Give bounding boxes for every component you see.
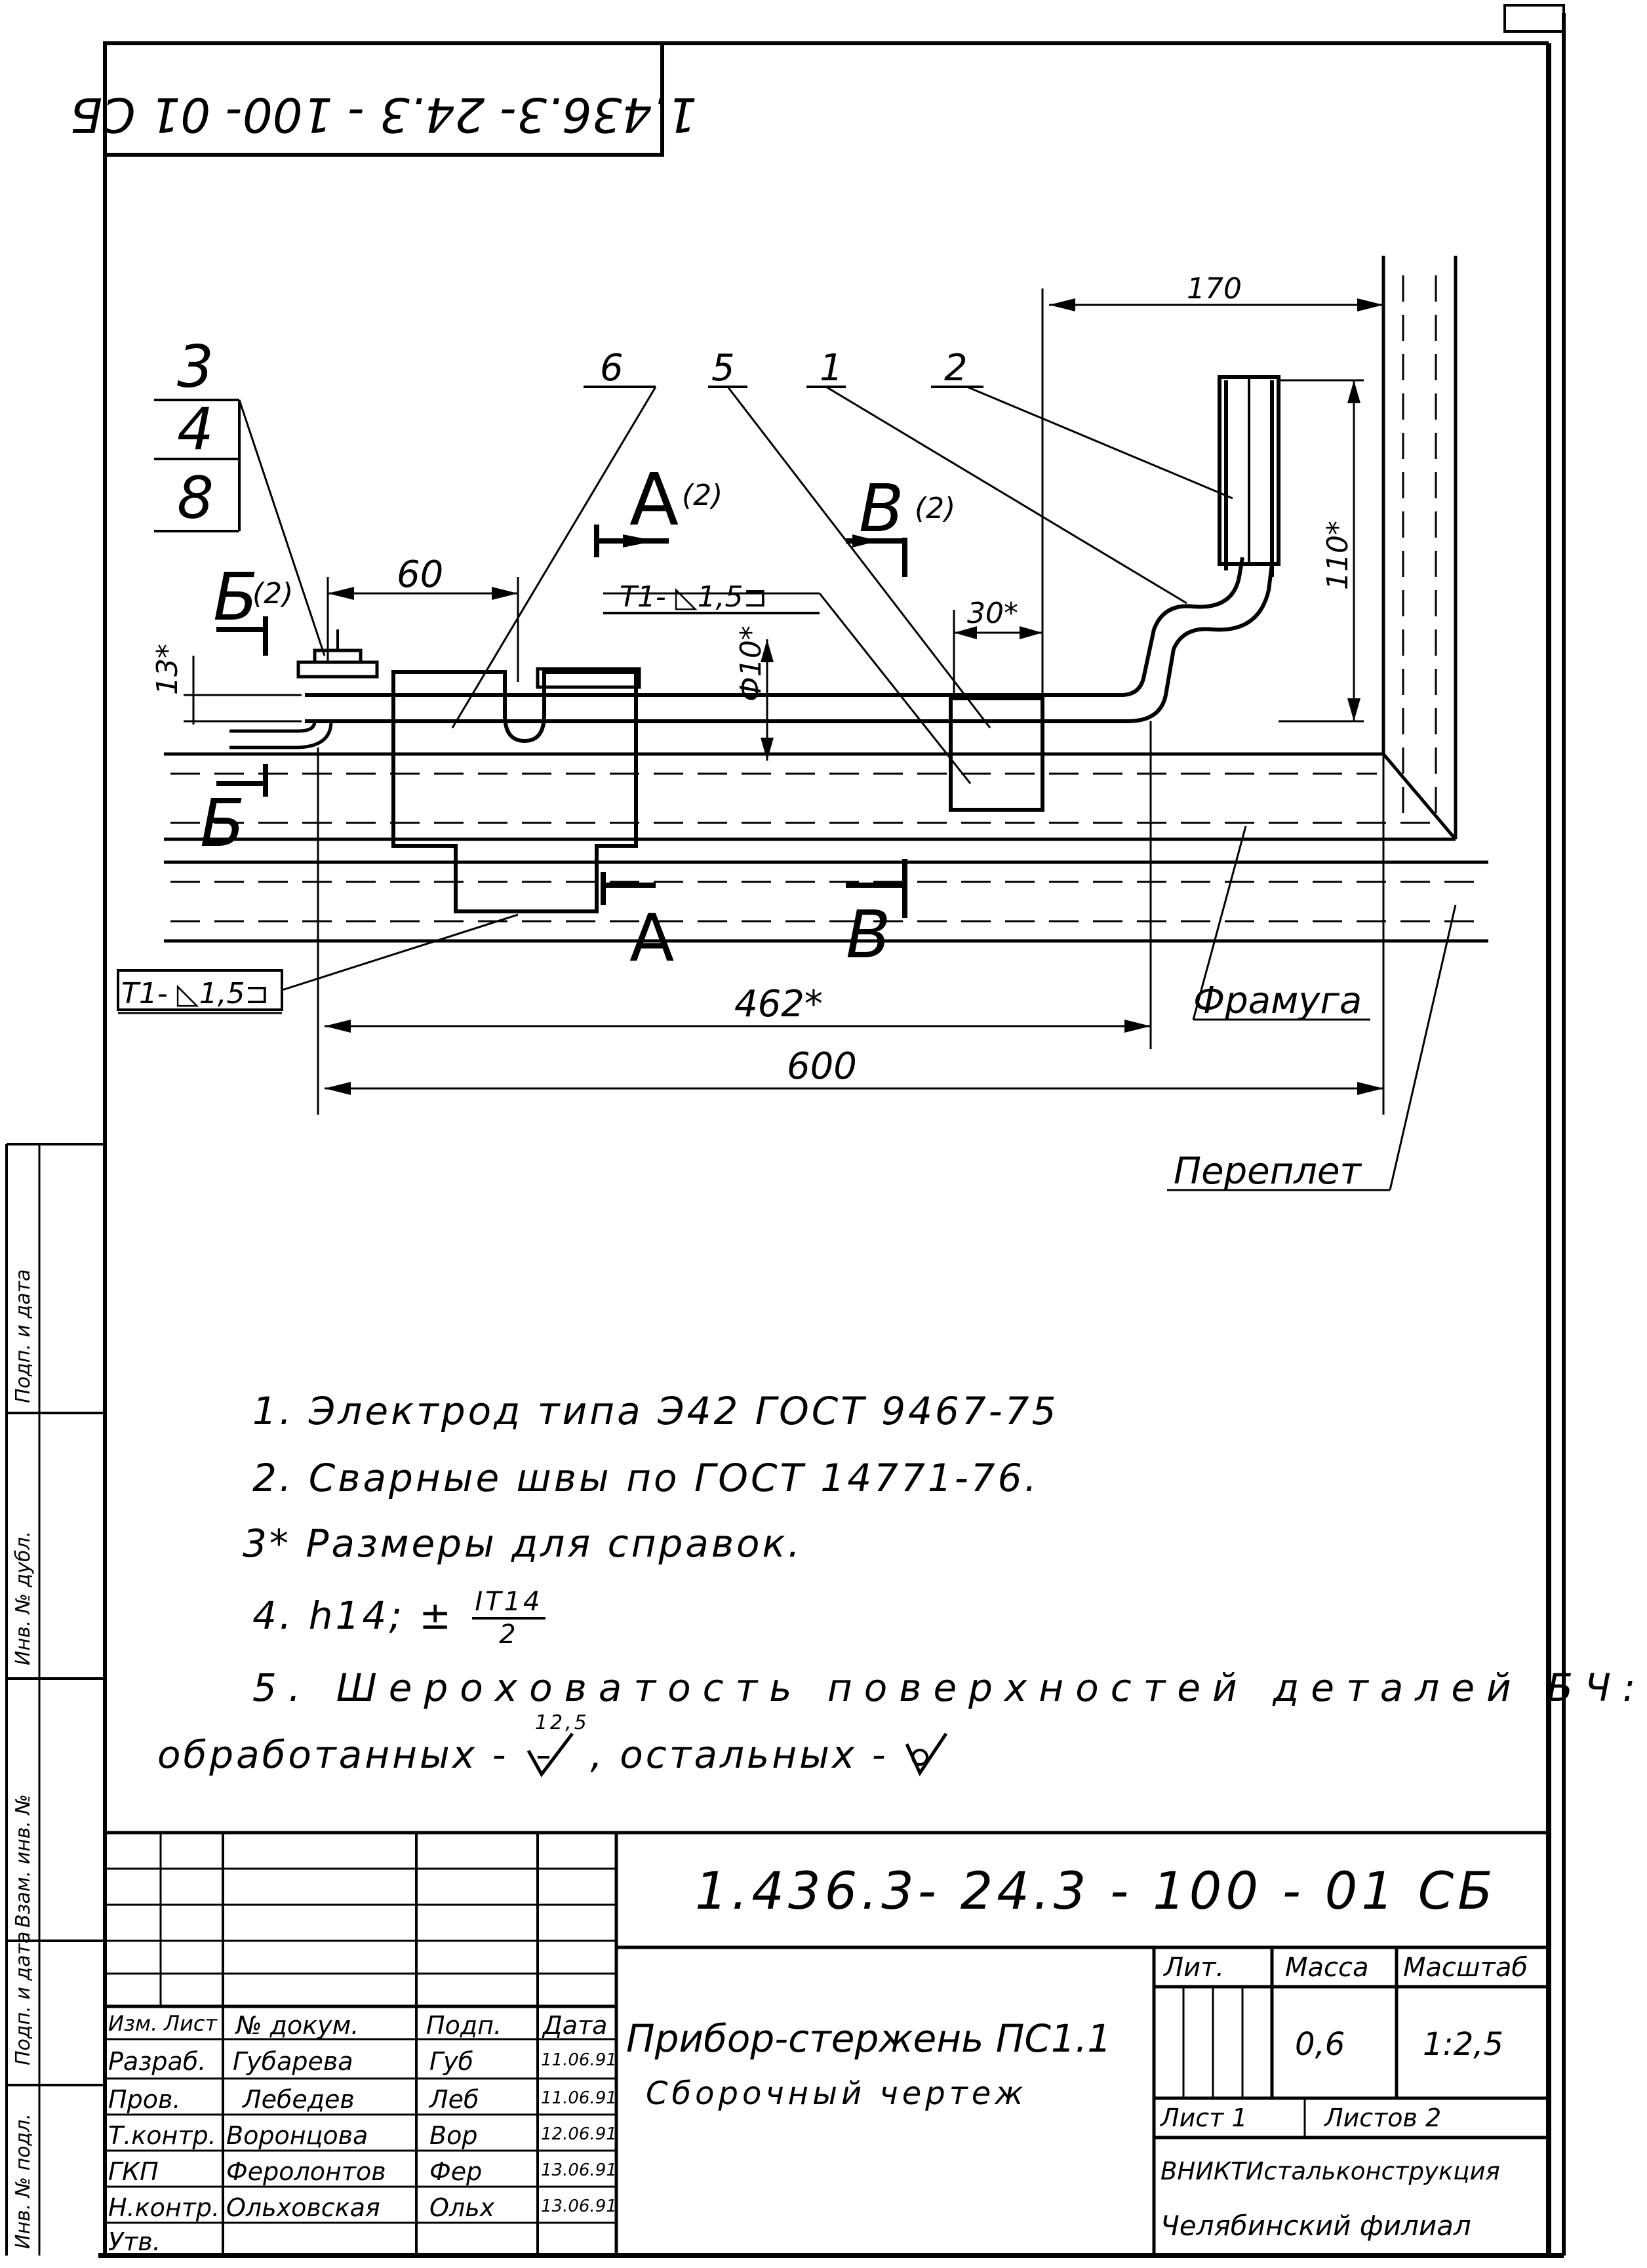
scale-label: Масштаб	[1403, 1953, 1528, 1983]
label-pereplet: Переплет	[1174, 1150, 1362, 1193]
row-date-3: 12.06.91	[541, 2124, 617, 2144]
section-a-bottom: А	[629, 900, 674, 976]
row-name-4: Феролонтов	[226, 2157, 386, 2186]
row-role-6: Утв.	[108, 2227, 161, 2256]
row-name-5: Ольховская	[226, 2193, 380, 2222]
row-name-3: Воронцова	[226, 2121, 368, 2150]
side-inv-podl: Инв. № подл.	[12, 2113, 35, 2249]
section-v-top: В	[859, 470, 904, 547]
row-date-1: 11.06.91	[541, 2050, 617, 2070]
mass-label: Масса	[1285, 1953, 1369, 1983]
dim-60: 60	[397, 553, 443, 596]
row-name-1: Губарева	[233, 2047, 353, 2076]
section-b-top: Б	[213, 559, 258, 635]
row-date-5: 13.06.91	[541, 2197, 617, 2216]
dim-110: 110*	[1321, 521, 1355, 590]
org-line-1: ВНИКТИстальконструкция	[1161, 2157, 1500, 2185]
row-date-2: 11.06.91	[541, 2088, 617, 2108]
row-sign-2: Леб	[429, 2085, 479, 2114]
rotated-sheet-code: 1.436.3- 24.3 - 100- 01 СБ	[70, 87, 697, 142]
roughness-circle-icon	[905, 1732, 948, 1777]
hdr-list: Лист	[164, 2011, 218, 2036]
hdr-sign: Подп.	[426, 2011, 502, 2040]
section-a-top-ref: (2)	[682, 479, 723, 512]
side-stamp: Инв. № подл. Подп. и дата Взам. инв. № И…	[12, 1269, 35, 2249]
weld-note-bottom: Т1- ◺1,5⊐	[121, 977, 269, 1010]
section-b-bottom: Б	[200, 785, 245, 862]
section-v-bottom: В	[846, 896, 891, 973]
dim-13: 13*	[151, 644, 184, 695]
row-name-2: Лебедев	[243, 2085, 355, 2114]
dim-phi10: Ф10*	[734, 626, 768, 702]
roughness-symbol: 12,5	[523, 1711, 587, 1778]
side-podp-data-2: Подп. и дата	[12, 1269, 35, 1403]
side-podp-data-1: Подп. и дата	[12, 1932, 35, 2065]
side-inv-dubl: Инв. № дубл.	[12, 1531, 35, 1665]
callout-3: 3	[177, 333, 214, 401]
dim-600: 600	[787, 1045, 857, 1088]
sheet-frame	[5, 4, 1566, 2258]
row-date-4: 13.06.91	[541, 2160, 617, 2180]
section-b-top-ref: (2)	[252, 577, 293, 610]
assembly-drawing	[117, 256, 1488, 1191]
note-4-denominator: 2	[499, 1620, 519, 1650]
callout-1: 1	[820, 347, 843, 389]
row-sign-3: Вор	[429, 2121, 478, 2150]
callout-8: 8	[177, 464, 214, 532]
callout-4: 4	[177, 395, 214, 463]
note-4: 4. h14; ± IT14 2	[252, 1587, 546, 1650]
org-line-2: Челябинский филиал	[1161, 2210, 1471, 2242]
doc-type: Сборочный чертеж	[646, 2075, 1027, 2112]
note-1: 1. Электрод типа Э42 ГОСТ 9467-75	[252, 1389, 1059, 1433]
row-sign-4: Фер	[429, 2157, 483, 2186]
row-sign-1: Губ	[429, 2047, 474, 2076]
scale-value: 1:2,5	[1423, 2026, 1504, 2063]
note-2: 2. Сварные швы по ГОСТ 14771-76.	[252, 1456, 1039, 1500]
title-block-grid	[105, 1831, 1549, 2256]
row-sign-5: Ольх	[429, 2193, 495, 2222]
sheet-number: Лист 1	[1161, 2103, 1248, 2132]
note-5-other: , остальных -	[590, 1732, 888, 1777]
note-4-fraction: IT14 2	[472, 1587, 546, 1650]
note-5-machined: обработанных -	[157, 1732, 509, 1777]
drawing-labels: 3 4 8 6 5 1 2 А (2) В (2) Б (2) Б А В Т1…	[121, 272, 1362, 1193]
dim-170: 170	[1187, 272, 1242, 306]
section-v-top-ref: (2)	[915, 492, 955, 525]
weld-note-top: Т1- ◺1,5⊐	[620, 580, 767, 614]
callout-6: 6	[600, 347, 624, 389]
hdr-izm: Изм.	[108, 2011, 158, 2036]
side-vzam-inv: Взам. инв. №	[12, 1794, 35, 1928]
note-4-numerator: IT14	[472, 1587, 546, 1620]
hdr-date: Дата	[543, 2011, 608, 2040]
note-5: 5. Шероховатость поверхностей деталей БЧ…	[252, 1665, 1647, 1710]
mass-value: 0,6	[1295, 2026, 1345, 2063]
title-code: 1.436.3- 24.3 - 100 - 01 СБ	[695, 1862, 1497, 1921]
dim-462: 462*	[734, 983, 823, 1025]
note-3: 3* Размеры для справок.	[243, 1521, 803, 1566]
roughness-check-icon	[526, 1732, 574, 1778]
drawing-sheet: 1.436.3- 24.3 - 100- 01 СБ	[5, 4, 1566, 2258]
section-a-top: А	[629, 458, 679, 542]
row-role-1: Разраб.	[108, 2047, 207, 2076]
callout-5: 5	[711, 347, 735, 389]
label-framuga: Фрамуга	[1193, 980, 1362, 1022]
rotated-code-stamp: 1.436.3- 24.3 - 100- 01 СБ	[70, 41, 697, 157]
note-4-prefix: 4. h14; ±	[252, 1593, 454, 1639]
product-name: Прибор-стержень ПС1.1	[626, 2016, 1112, 2061]
row-role-3: Т.контр.	[108, 2121, 216, 2150]
roughness-value: 12,5	[534, 1711, 589, 1734]
row-role-4: ГКП	[108, 2157, 159, 2186]
dim-30: 30*	[967, 597, 1018, 630]
hdr-doc: № докум.	[236, 2011, 359, 2040]
sheets-total: Листов 2	[1324, 2103, 1442, 2132]
callout-2: 2	[944, 347, 968, 389]
note-5-line2: обработанных - 12,5 , остальных -	[157, 1711, 949, 1778]
row-role-2: Пров.	[108, 2085, 181, 2114]
lit-label: Лит.	[1164, 1953, 1225, 1983]
row-role-5: Н.контр.	[108, 2193, 220, 2222]
